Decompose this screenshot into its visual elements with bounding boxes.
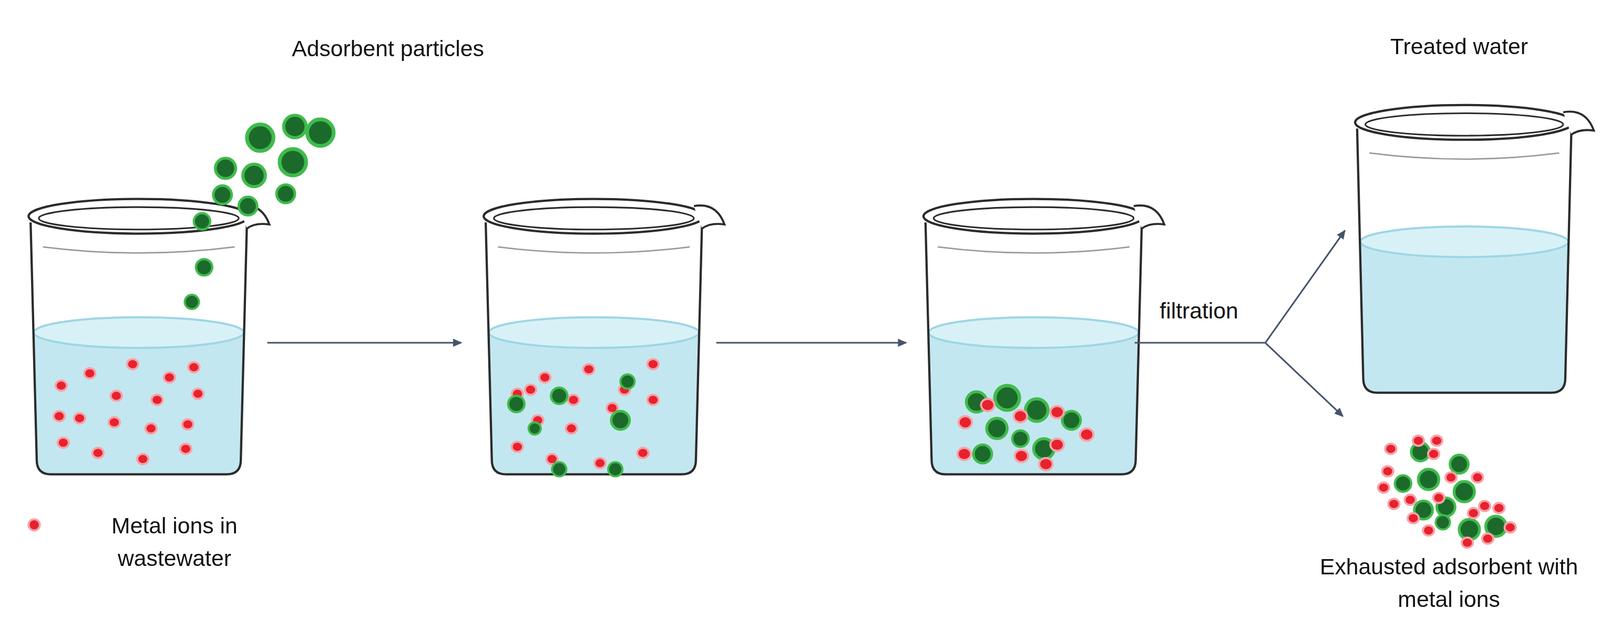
legend-swatch [27, 518, 41, 532]
text-label: filtration [1155, 294, 1243, 328]
text-label: Adsorbent particles [291, 32, 485, 66]
text-label: Exhausted adsorbent with metal ions [1300, 550, 1597, 617]
text-label: Treated water [1382, 30, 1536, 64]
text-label: Metal ions in wastewater [77, 510, 272, 576]
